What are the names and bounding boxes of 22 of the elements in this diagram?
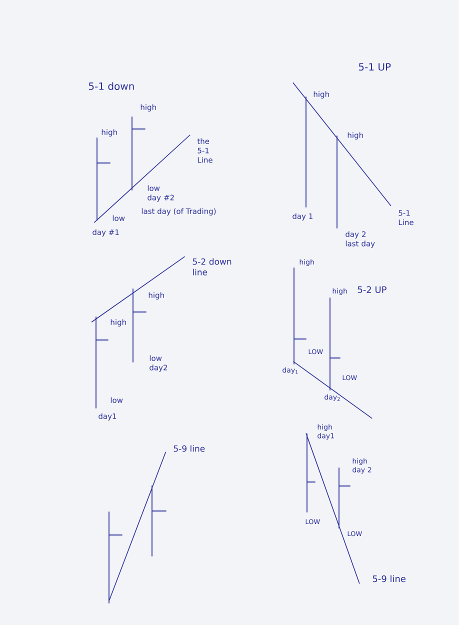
price-bar <box>338 468 350 528</box>
price-bar <box>294 268 306 364</box>
trend-line <box>91 256 186 323</box>
price-bar <box>330 298 340 390</box>
price-bar <box>132 288 146 362</box>
trend-line <box>306 432 360 584</box>
trend-line <box>94 134 190 223</box>
heading: 5-1 UP <box>358 63 391 71</box>
trend-line <box>108 451 166 602</box>
heading: 5-2 UP <box>358 286 386 293</box>
trend-line <box>292 82 392 206</box>
heading: 5-9 line <box>372 575 406 582</box>
price-bar <box>108 512 122 604</box>
trend-line <box>292 361 373 419</box>
price-bar <box>96 138 110 220</box>
heading: 5-1 down <box>88 82 134 90</box>
heading: 5-9 line <box>174 445 205 452</box>
price-bar <box>152 486 166 556</box>
price-bar <box>96 316 108 408</box>
price-bar <box>132 116 146 190</box>
price-bar <box>306 434 316 512</box>
heading: 5-2 down line <box>192 258 232 276</box>
